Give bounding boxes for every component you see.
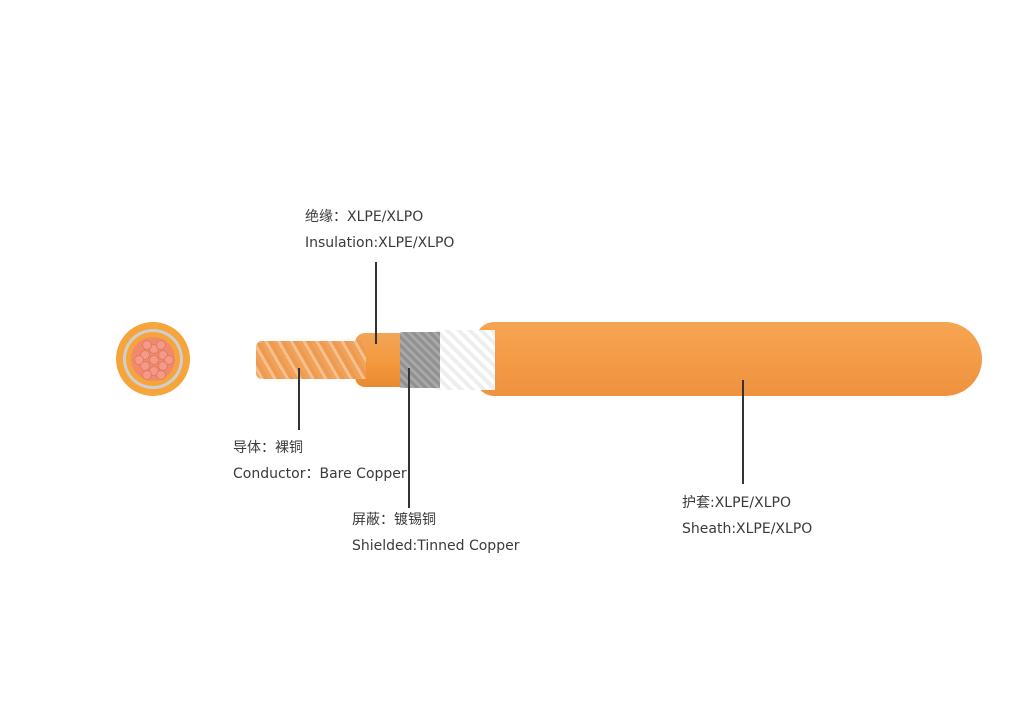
conductor-layer xyxy=(256,341,366,379)
conductor-strand xyxy=(142,340,152,350)
conductor-strand xyxy=(149,355,159,365)
sheath-label-en: Sheath:XLPE/XLPO xyxy=(682,521,813,537)
insulation-label-zh: 绝缘：XLPE/XLPO xyxy=(305,209,424,225)
conductor-strand xyxy=(156,370,166,380)
conductor-label: 导体：裸铜 Conductor：Bare Copper xyxy=(233,435,407,487)
conductor-label-en: Conductor：Bare Copper xyxy=(233,466,407,482)
insulation-label: 绝缘：XLPE/XLPO Insulation:XLPE/XLPO xyxy=(305,204,454,256)
sheath-leader-line xyxy=(742,380,744,484)
insulation-leader-line xyxy=(375,262,377,344)
sheath-label: 护套:XLPE/XLPO Sheath:XLPE/XLPO xyxy=(682,490,812,542)
sheath-label-zh: 护套:XLPE/XLPO xyxy=(682,495,791,511)
shield-label: 屏蔽：镀锡铜 Shielded:Tinned Copper xyxy=(352,507,519,559)
sheath-layer xyxy=(476,322,982,396)
conductor-strand xyxy=(156,340,166,350)
insulation-label-en: Insulation:XLPE/XLPO xyxy=(305,235,455,251)
cross-section-conductor xyxy=(131,337,175,381)
conductor-strand xyxy=(134,355,144,365)
conductor-strand xyxy=(164,355,174,365)
conductor-strand xyxy=(142,370,152,380)
shield-label-zh: 屏蔽：镀锡铜 xyxy=(352,512,436,528)
shield-leader-line xyxy=(408,368,410,508)
conductor-leader-line xyxy=(298,368,300,430)
conductor-label-zh: 导体：裸铜 xyxy=(233,440,303,456)
shield-label-en: Shielded:Tinned Copper xyxy=(352,538,520,554)
